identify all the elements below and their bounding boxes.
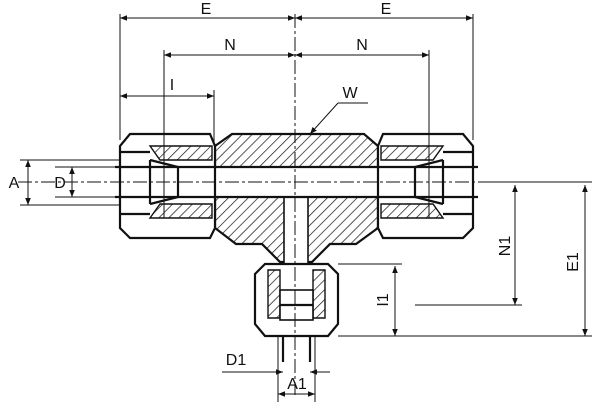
tube-horizontal: [115, 165, 478, 199]
dim-D: D: [54, 166, 120, 198]
tee-body: [213, 132, 380, 266]
dim-A1: A1: [277, 336, 316, 402]
dim-D1: D1: [222, 352, 330, 375]
label-A: A: [9, 175, 20, 192]
label-D: D: [54, 175, 66, 192]
dim-E: E E: [119, 1, 474, 140]
dim-N1: N1: [415, 181, 592, 306]
right-nut: [376, 132, 475, 240]
label-E1: E1: [565, 252, 582, 272]
bottom-nut: [253, 262, 340, 362]
label-I1: I1: [375, 293, 392, 306]
label-W: W: [342, 85, 358, 102]
dim-A: A: [9, 159, 120, 206]
dim-E1: E1: [338, 185, 592, 337]
dim-N: N N: [163, 37, 430, 146]
label-N-right: N: [356, 37, 368, 54]
dim-I1: I1: [338, 263, 402, 336]
label-E-left: E: [201, 1, 212, 18]
label-E-right: E: [381, 1, 392, 18]
label-A1: A1: [287, 376, 307, 393]
dim-I: I: [120, 77, 215, 146]
label-D1: D1: [226, 352, 247, 369]
label-I: I: [170, 77, 174, 94]
label-N1: N1: [497, 236, 514, 257]
label-N-left: N: [224, 37, 236, 54]
left-nut: [118, 132, 217, 240]
leader-W: W: [309, 85, 368, 135]
